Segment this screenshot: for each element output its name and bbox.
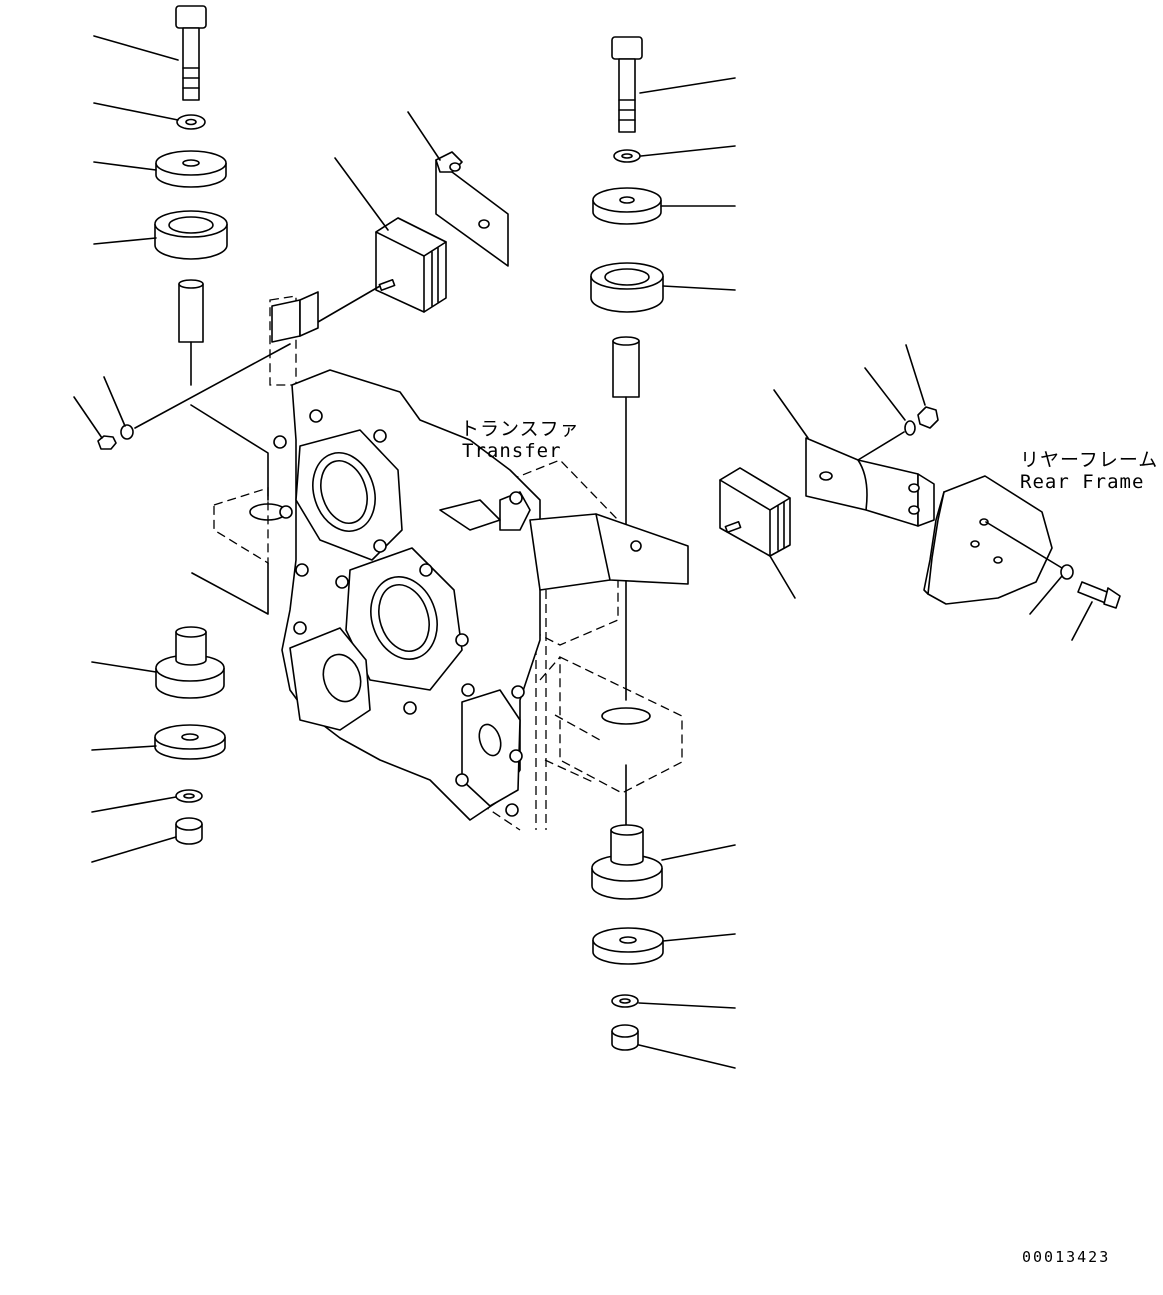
rear-washer-bottom <box>1060 564 1074 580</box>
upper-sensor-block <box>375 217 447 313</box>
center-cushion-top <box>590 262 664 313</box>
right-sensor-block <box>719 467 791 557</box>
figure-code: 00013423 <box>1022 1248 1111 1266</box>
rear-washer-top <box>904 420 916 436</box>
center-flat-washer-bottom <box>592 927 664 965</box>
left-bolt <box>175 5 207 101</box>
center-spacer-sleeve <box>612 336 640 398</box>
rear-frame-pad <box>923 475 1053 605</box>
center-cushion-bottom <box>591 824 663 900</box>
transfer-housing <box>213 291 689 831</box>
rear-bracket-plate <box>805 437 935 527</box>
left-cushion-bottom <box>155 626 225 699</box>
left-flat-washer-bottom <box>154 724 226 760</box>
center-bolt <box>611 36 643 133</box>
rear-bolt <box>1077 581 1121 609</box>
center-flat-washer-top <box>592 187 662 225</box>
upper-plate-bracket <box>435 151 509 267</box>
left-nut <box>97 435 117 450</box>
left-washer-small <box>120 424 134 440</box>
center-nut-bottom <box>611 1024 639 1051</box>
transfer-label-en: Transfer <box>462 440 562 462</box>
left-flat-washer-top <box>155 150 227 188</box>
left-cushion-top <box>154 210 228 260</box>
rear-nut-top <box>917 406 939 429</box>
left-nut-bottom <box>175 817 203 845</box>
rear-frame-label-en: Rear Frame <box>1020 471 1145 493</box>
left-spacer-sleeve <box>178 279 204 343</box>
transfer-label-jp: トランスファ <box>460 418 580 440</box>
rear-frame-label-jp: リヤーフレーム <box>1020 449 1159 471</box>
